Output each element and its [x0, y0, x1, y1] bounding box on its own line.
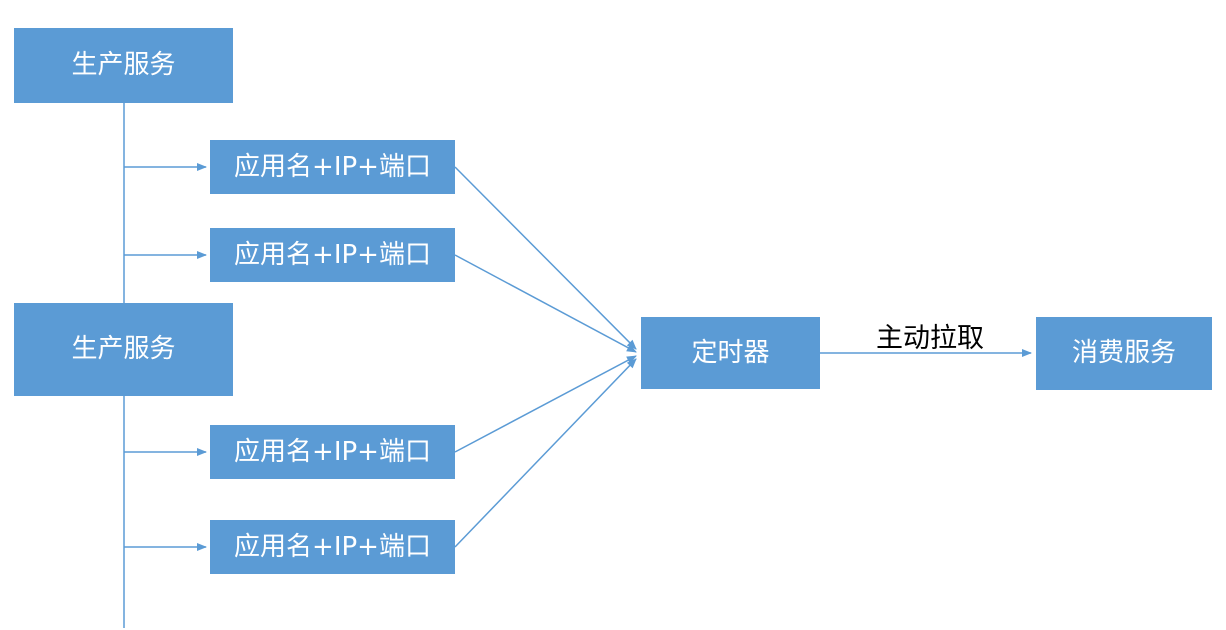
node-endpoint-1: 应用名+IP+端口 [210, 140, 455, 194]
node-producer-2-label: 生产服务 [71, 334, 176, 365]
node-producer-2: 生产服务 [14, 303, 233, 396]
converge-arrow-3 [454, 355, 637, 453]
node-consumer-label: 消费服务 [1071, 338, 1176, 369]
node-endpoint-4: 应用名+IP+端口 [210, 520, 455, 574]
node-producer-1-label: 生产服务 [71, 50, 176, 81]
converge-arrow-1 [454, 166, 637, 350]
node-endpoint-4-label: 应用名+IP+端口 [234, 531, 431, 562]
converge-arrow-2 [454, 254, 637, 353]
node-timer-label: 定时器 [691, 337, 770, 368]
node-consumer: 消费服务 [1036, 317, 1212, 390]
node-endpoint-3-label: 应用名+IP+端口 [234, 436, 431, 467]
node-endpoint-3: 应用名+IP+端口 [210, 425, 455, 479]
converge-arrow-4 [454, 358, 637, 548]
node-endpoint-2: 应用名+IP+端口 [210, 228, 455, 282]
node-producer-1: 生产服务 [14, 28, 233, 103]
pull-arrow-label: 主动拉取 [876, 323, 984, 354]
node-endpoint-1-label: 应用名+IP+端口 [234, 151, 431, 182]
node-timer: 定时器 [641, 317, 820, 389]
node-endpoint-2-label: 应用名+IP+端口 [234, 239, 431, 270]
